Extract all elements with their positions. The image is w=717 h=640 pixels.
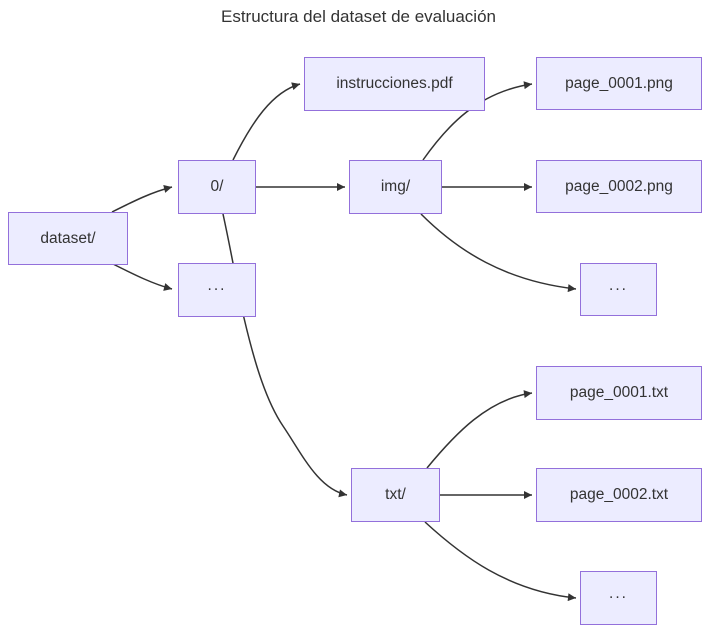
node-dataset: dataset/	[8, 212, 128, 265]
edge-zero-to-instrucciones	[232, 82, 301, 161]
node-label: page_0002.png	[565, 177, 673, 195]
node-dots-img: ...	[580, 263, 657, 316]
node-label: ...	[609, 276, 628, 294]
node-img: img/	[349, 160, 442, 214]
edge-img-to-png1	[422, 81, 533, 161]
node-txt2: page_0002.txt	[536, 468, 702, 522]
node-label: page_0002.txt	[569, 486, 669, 503]
node-label: page_0001.png	[565, 74, 673, 92]
node-txt1: page_0001.txt	[536, 366, 702, 420]
node-label: txt/	[385, 486, 406, 503]
edge-dataset-to-dots-root	[112, 263, 173, 291]
node-label: ...	[207, 277, 227, 294]
diagram-title: Estructura del dataset de evaluación	[220, 7, 496, 26]
node-label: 0/	[210, 178, 224, 195]
node-label: ...	[609, 585, 628, 602]
node-txt: txt/	[351, 468, 440, 522]
node-dots-root: ...	[178, 263, 256, 317]
edge-txt-to-txt1	[426, 390, 533, 469]
node-dots-txt: ...	[580, 571, 657, 625]
node-label: page_0001.txt	[569, 384, 669, 401]
edge-txt-to-dots-txt	[424, 521, 577, 602]
node-png1: page_0001.png	[536, 57, 702, 110]
edge-img-to-dots-img	[420, 213, 577, 293]
node-label: instrucciones.pdf	[336, 75, 453, 92]
node-label: dataset/	[40, 229, 96, 247]
edge-dataset-to-zero	[111, 185, 173, 213]
node-png2: page_0002.png	[536, 160, 702, 213]
edge-zero-to-txt	[222, 213, 348, 498]
node-label: img/	[380, 178, 411, 195]
node-instrucciones: instrucciones.pdf	[304, 57, 485, 111]
node-zero: 0/	[178, 160, 256, 214]
